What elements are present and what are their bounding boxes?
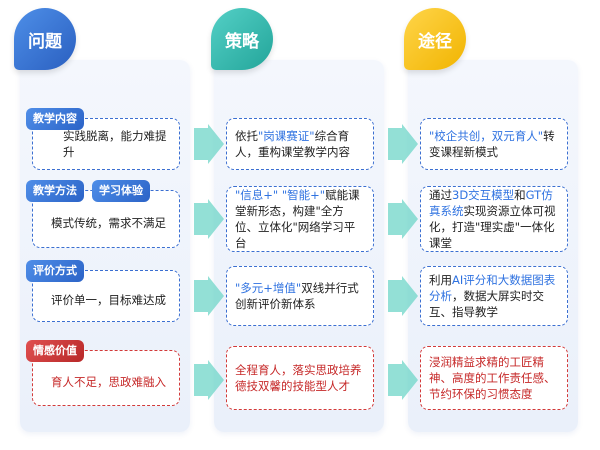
path-text: 浸润精益求精的工匠精神、高度的工作责任感、节约环保的习惯态度	[429, 355, 556, 401]
problem-header: 问题	[14, 8, 76, 70]
arrow-icon	[194, 360, 224, 400]
category-tag: 情感价值	[26, 340, 84, 362]
path-text: 利用AI评分和大数据图表分析，数据大屏实时交互、指导教学	[429, 273, 556, 319]
path-box: 通过3D交互模型和GT仿真系统实现资源立体可视化，打造"理实虚"一体化课堂	[420, 186, 568, 252]
path-box: 利用AI评分和大数据图表分析，数据大屏实时交互、指导教学	[420, 266, 568, 326]
path-text: 通过3D交互模型和GT仿真系统实现资源立体可视化，打造"理实虚"一体化课堂	[429, 188, 556, 250]
strategy-text: 全程育人，落实思政培养德技双馨的技能型人才	[235, 363, 362, 393]
category-tag: 教学方法	[26, 180, 84, 202]
strategy-box: "信息+" "智能+"赋能课堂新形态，构建"全方位、立体化"网络学习平台	[226, 186, 374, 252]
category-tag: 教学内容	[26, 108, 84, 130]
arrow-icon	[194, 199, 224, 239]
strategy-text: 依托"岗课赛证"综合育人，重构课堂教学内容	[235, 129, 350, 159]
problem-text: 模式传统，需求不满足	[51, 216, 166, 230]
arrow-icon	[388, 360, 418, 400]
path-box: 浸润精益求精的工匠精神、高度的工作责任感、节约环保的习惯态度	[420, 346, 568, 410]
strategy-header: 策略	[211, 8, 273, 70]
category-tag: 学习体验	[92, 180, 150, 202]
problem-box: 实践脱离，能力难提升	[32, 118, 180, 170]
arrow-icon	[388, 199, 418, 239]
arrow-icon	[194, 124, 224, 164]
arrow-icon	[194, 276, 224, 316]
strategy-text: "多元+增值"双线并行式创新评价新体系	[235, 281, 359, 311]
strategy-text: "信息+" "智能+"赋能课堂新形态，构建"全方位、立体化"网络学习平台	[235, 188, 360, 250]
path-header: 途径	[404, 8, 466, 70]
problem-text: 评价单一，目标难达成	[51, 293, 166, 307]
path-box: "校企共创，双元育人"转变课程新模式	[420, 118, 568, 170]
problem-text: 育人不足，思政难融入	[51, 375, 166, 389]
path-text: "校企共创，双元育人"转变课程新模式	[429, 129, 555, 159]
arrow-icon	[388, 124, 418, 164]
arrow-icon	[388, 276, 418, 316]
problem-text: 实践脱离，能力难提升	[63, 129, 167, 159]
category-tag: 评价方式	[26, 260, 84, 282]
strategy-box: 全程育人，落实思政培养德技双馨的技能型人才	[226, 346, 374, 410]
strategy-box: "多元+增值"双线并行式创新评价新体系	[226, 266, 374, 326]
strategy-box: 依托"岗课赛证"综合育人，重构课堂教学内容	[226, 118, 374, 170]
